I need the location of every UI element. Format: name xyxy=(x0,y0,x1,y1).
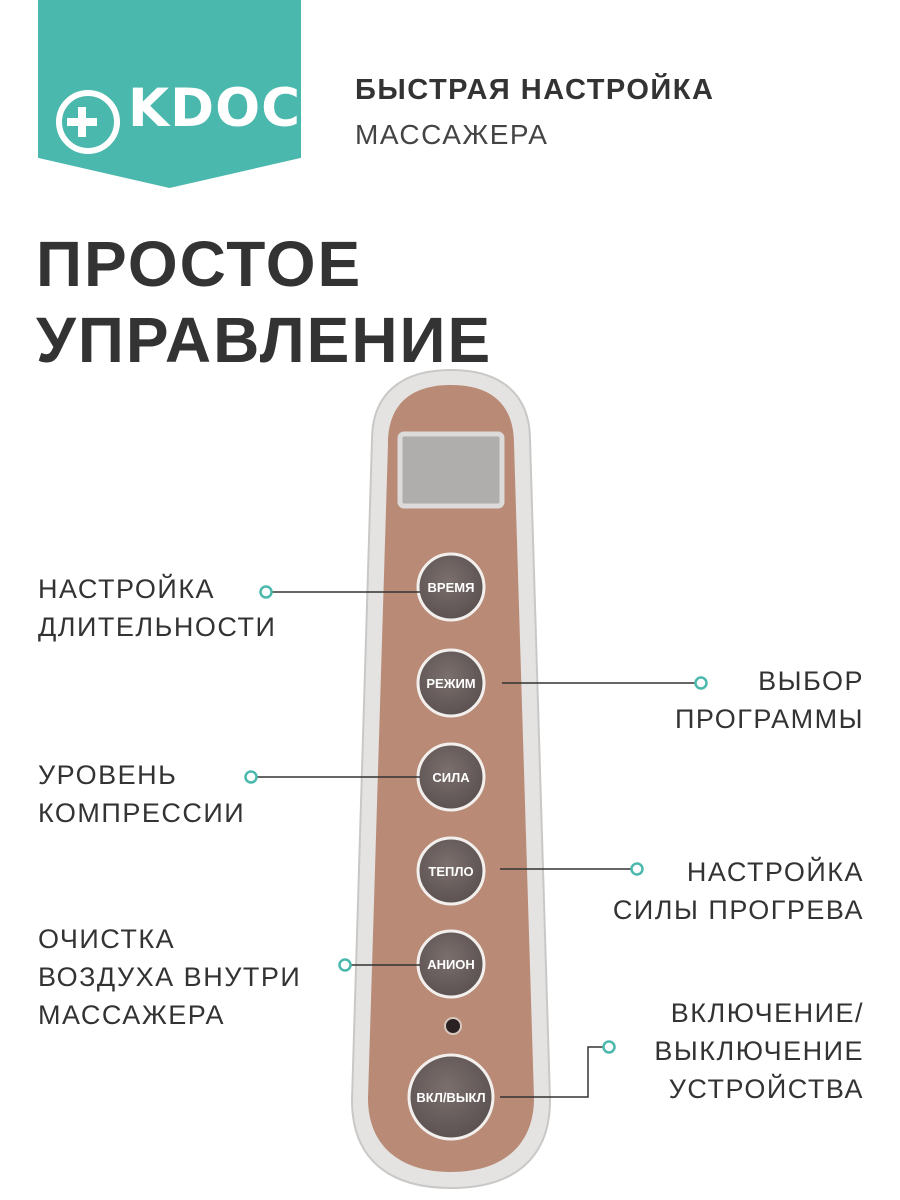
callout-lines xyxy=(256,591,696,1098)
callout-line-power xyxy=(500,1046,604,1098)
heat-button-label: ТЕПЛО xyxy=(428,864,473,879)
force-button-label: СИЛА xyxy=(432,770,470,785)
callout-compression-line-1: УРОВЕНЬ xyxy=(38,760,178,790)
callout-dot-compression xyxy=(244,770,258,784)
brand-logo-text: KDOC xyxy=(128,78,302,139)
callout-air-line-2: ВОЗДУХА ВНУТРИ xyxy=(38,962,302,992)
heat-button[interactable]: ТЕПЛО xyxy=(416,836,486,906)
callout-dot-duration xyxy=(259,585,273,599)
headline-line-2: УПРАВЛЕНИЕ xyxy=(36,304,493,376)
callout-dot-power xyxy=(602,1040,616,1054)
callout-power-line-3: УСТРОЙСТВА xyxy=(668,1074,864,1104)
power-button[interactable]: ВКЛ/ВЫКЛ xyxy=(407,1053,495,1141)
brand-logo-tab: KDOC xyxy=(38,0,301,188)
callout-dot-program xyxy=(694,676,708,690)
force-button[interactable]: СИЛА xyxy=(416,742,486,812)
callout-duration-line-1: НАСТРОЙКА xyxy=(38,574,216,604)
callout-duration: НАСТРОЙКА ДЛИТЕЛЬНОСТИ xyxy=(38,570,276,646)
power-button-label: ВКЛ/ВЫКЛ xyxy=(416,1090,485,1105)
mode-button[interactable]: РЕЖИМ xyxy=(416,648,486,718)
time-button[interactable]: ВРЕМЯ xyxy=(416,552,486,622)
callout-dots xyxy=(244,585,708,1054)
callout-power-line-1: ВКЛЮЧЕНИЕ/ xyxy=(670,998,864,1028)
indicator-light xyxy=(444,1017,462,1035)
callout-duration-line-2: ДЛИТЕЛЬНОСТИ xyxy=(38,612,277,642)
callout-air: ОЧИСТКА ВОЗДУХА ВНУТРИ МАССАЖЕРА xyxy=(38,920,301,1034)
header-subtitle: МАССАЖЕРА xyxy=(355,119,549,150)
callout-program-line-1: ВЫБОР xyxy=(758,666,864,696)
callout-compression-line-2: КОМПРЕССИИ xyxy=(38,798,246,828)
time-button-label: ВРЕМЯ xyxy=(428,580,475,595)
callout-heating-line-1: НАСТРОЙКА xyxy=(686,857,864,887)
anion-button[interactable]: АНИОН xyxy=(416,929,486,999)
callout-compression: УРОВЕНЬ КОМПРЕССИИ xyxy=(38,756,245,832)
callout-power: ВКЛЮЧЕНИЕ/ ВЫКЛЮЧЕНИЕ УСТРОЙСТВА xyxy=(654,994,864,1108)
callout-program-line-2: ПРОГРАММЫ xyxy=(674,704,864,734)
plus-circle-icon xyxy=(56,90,120,154)
callout-program: ВЫБОР ПРОГРАММЫ xyxy=(675,662,864,738)
header-title: БЫСТРАЯ НАСТРОЙКА xyxy=(355,74,715,106)
callout-power-line-2: ВЫКЛЮЧЕНИЕ xyxy=(654,1036,864,1066)
callout-heating: НАСТРОЙКА СИЛЫ ПРОГРЕВА xyxy=(613,853,864,929)
page-headline: ПРОСТОЕ УПРАВЛЕНИЕ xyxy=(36,226,492,378)
remote-display xyxy=(397,431,505,509)
headline-line-1: ПРОСТОЕ xyxy=(36,228,363,300)
callout-dot-heating xyxy=(630,862,644,876)
callout-air-line-3: МАССАЖЕРА xyxy=(38,1000,225,1030)
callout-dot-air xyxy=(338,958,352,972)
callout-heating-line-2: СИЛЫ ПРОГРЕВА xyxy=(612,895,864,925)
mode-button-label: РЕЖИМ xyxy=(426,676,475,691)
callout-air-line-1: ОЧИСТКА xyxy=(38,924,176,954)
anion-button-label: АНИОН xyxy=(427,957,475,972)
